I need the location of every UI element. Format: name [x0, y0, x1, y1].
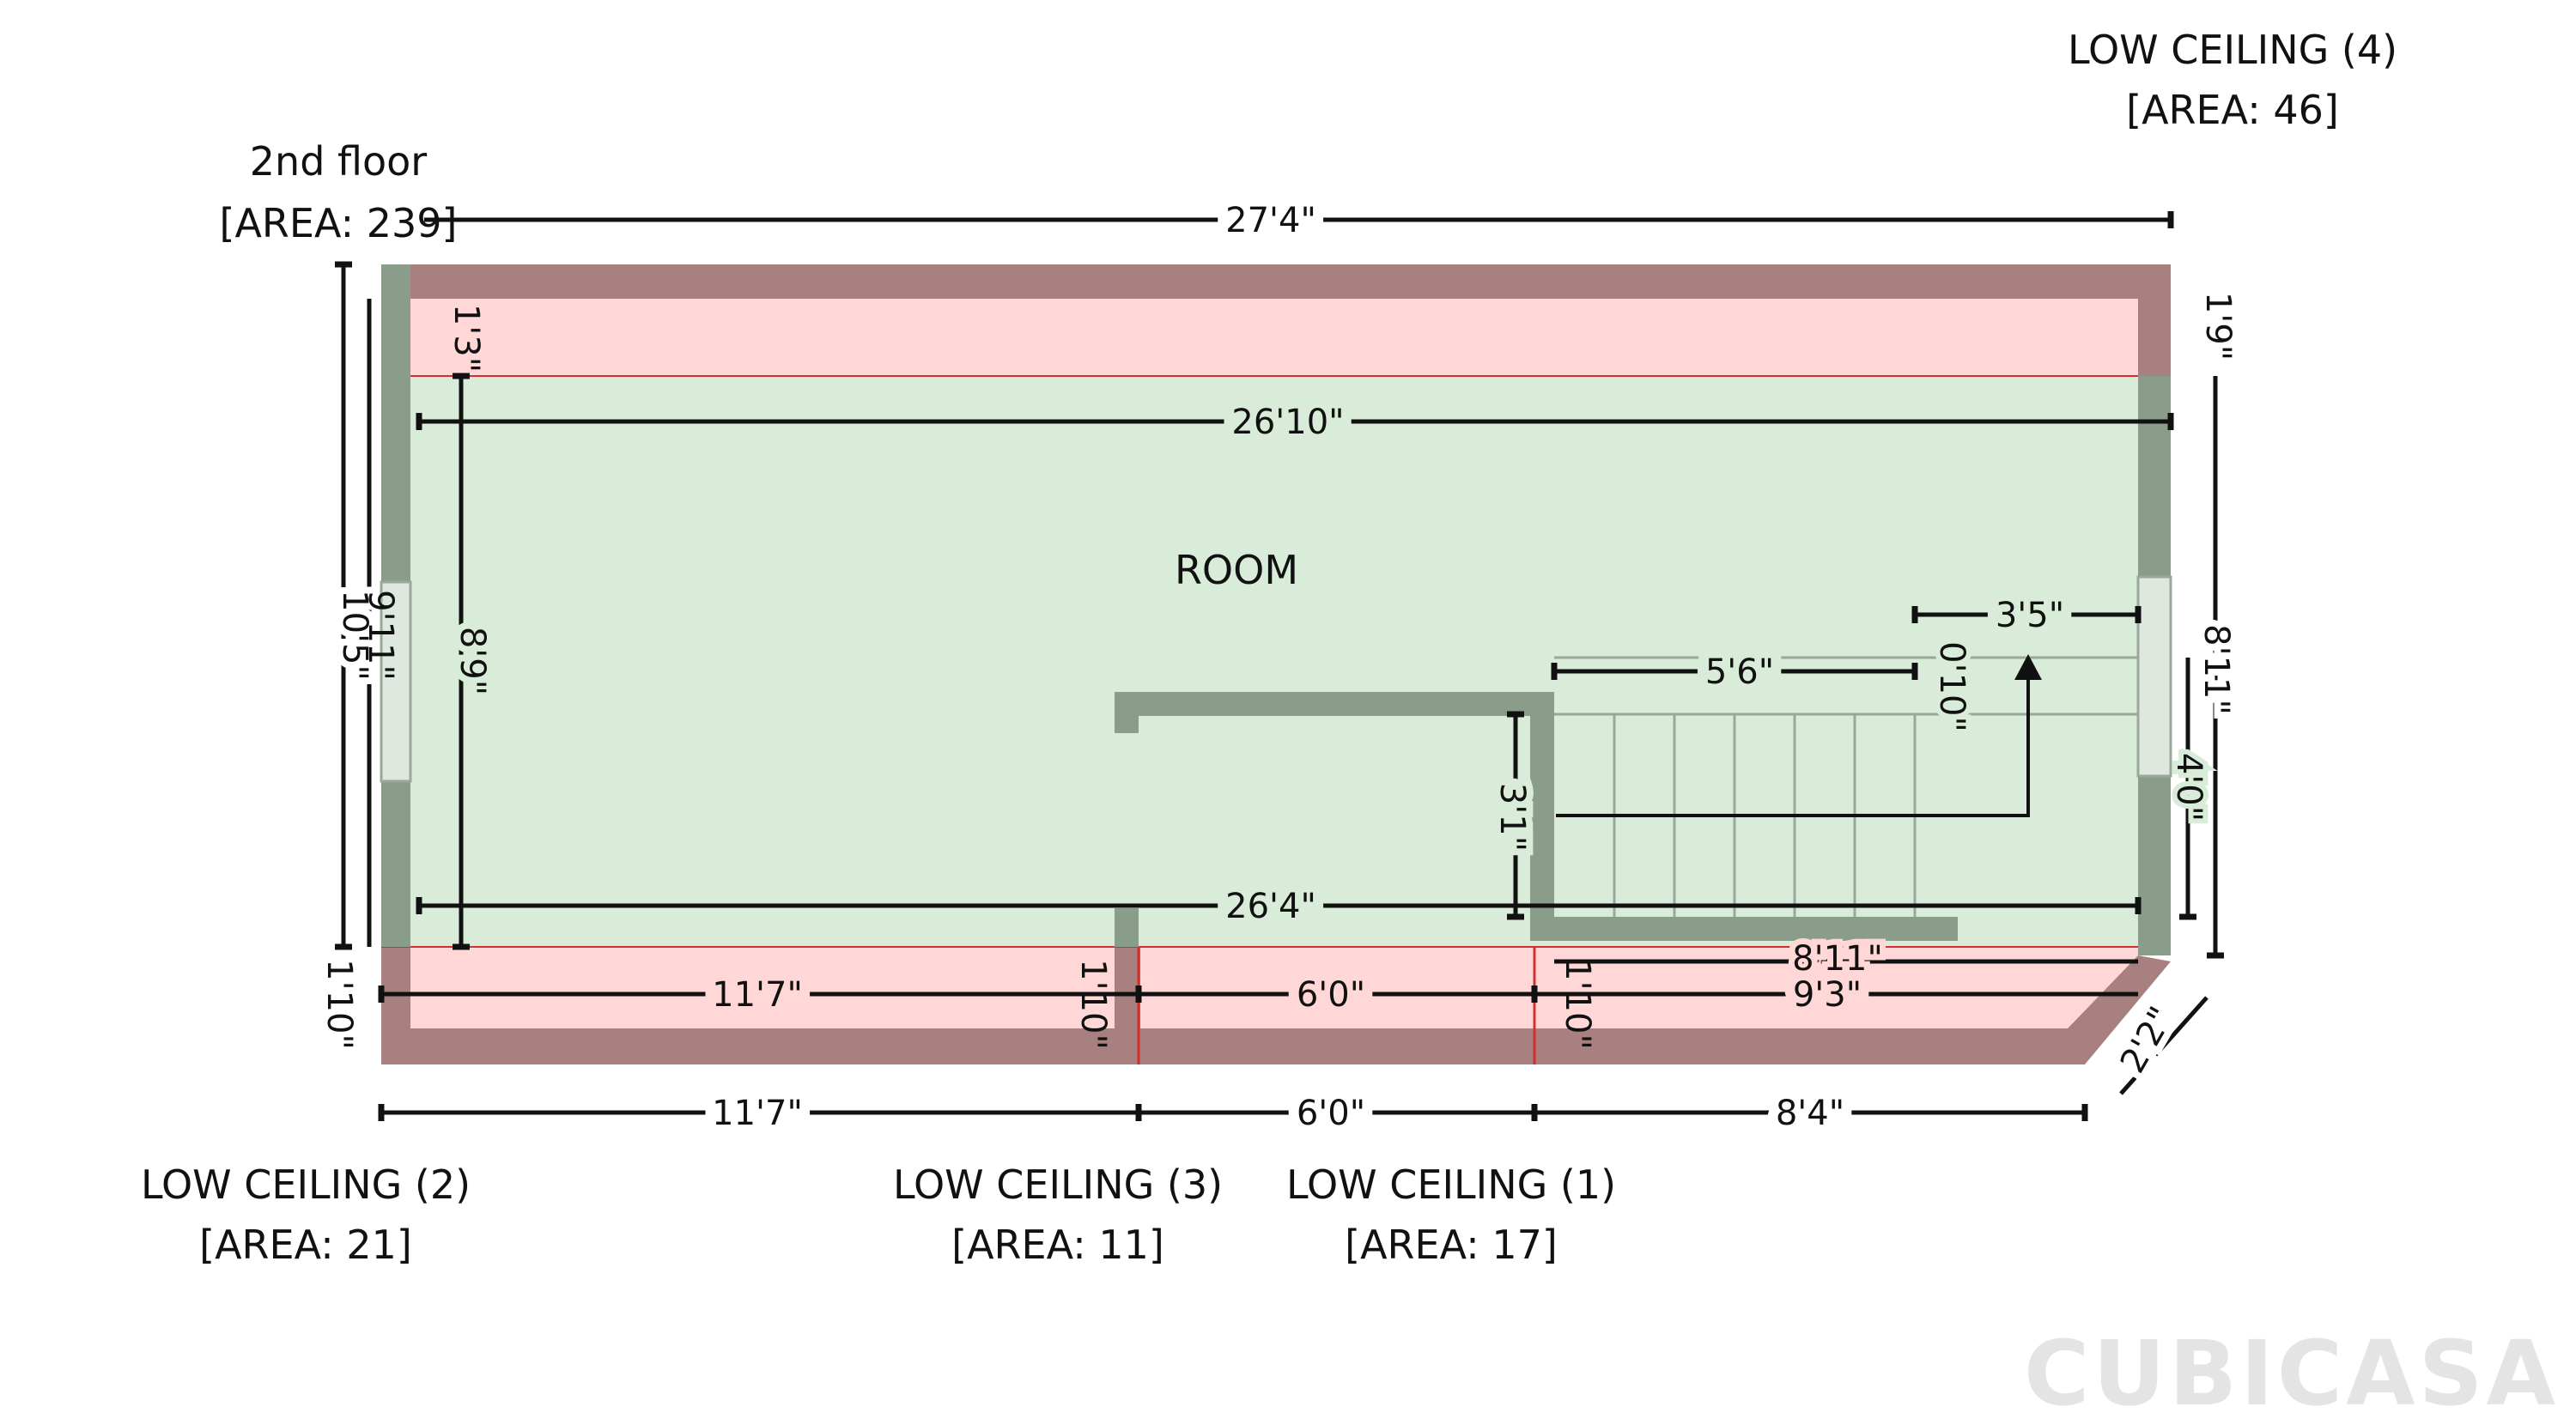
low-ceiling-4-area-label: [AREA: 46]: [2126, 87, 2339, 133]
low-ceiling-bottom-area: [410, 947, 2147, 1028]
dim-left-inner: 9'11": [361, 590, 400, 681]
dim-bottom-seg-1: 11'7": [712, 1094, 803, 1133]
inner-wall-vertical-b: [1115, 908, 1139, 947]
divider-wall-a: [1115, 947, 1140, 1064]
floor-name: 2nd floor: [250, 138, 428, 185]
dim-low-seg-3: 9'3": [1793, 975, 1862, 1015]
dimension-lines: [341, 217, 2218, 1115]
dim-left-room: 8'9": [453, 627, 492, 695]
inner-wall-horizontal: [1115, 692, 1554, 716]
room-area: [395, 376, 2147, 947]
dim-top-strip: 1'3": [447, 304, 486, 373]
dim-right-main: 8'11": [2196, 624, 2236, 715]
dim-bottom-seg-3: 8'4": [1776, 1094, 1844, 1133]
cubicasa-watermark: CUBICASA: [2024, 1321, 2559, 1413]
right-window: [2136, 575, 2172, 778]
dim-low-depth-c: 1'10": [1558, 959, 1597, 1050]
dim-stair-height: 3'1": [1492, 783, 1532, 852]
room-label: ROOM: [1175, 547, 1298, 593]
dim-top-overall: 27'4": [1225, 201, 1316, 240]
low-ceiling-4-name: LOW CEILING (4): [2068, 27, 2397, 73]
stair-direction-line: [1556, 680, 2030, 817]
dim-stair-length: 5'6": [1705, 652, 1774, 692]
dim-stair-bottom: 8'11": [1792, 939, 1883, 979]
stair-wall-bottom: [1530, 917, 1958, 941]
dim-stair-gap: 0'10": [1932, 641, 1971, 732]
dim-stair-top: 3'5": [1996, 596, 2064, 635]
bottom-wall: [381, 947, 2171, 1064]
low-ceiling-1-area-label: [AREA: 17]: [1345, 1222, 1558, 1268]
stair-wall-vertical: [1530, 692, 1554, 941]
dim-bottom-seg-2: 6'0": [1297, 1094, 1365, 1133]
dim-low-depth-b: 1'10": [1073, 959, 1113, 1050]
dim-room-width-top: 26'10": [1231, 403, 1344, 442]
dim-low-seg-1: 11'7": [712, 975, 803, 1015]
low-ceiling-2-name: LOW CEILING (2): [141, 1161, 471, 1208]
floor-area: [AREA: 239]: [220, 200, 458, 246]
dim-low-depth-a: 1'10": [319, 959, 359, 1050]
dim-right-window: 4'0": [2169, 753, 2208, 822]
low-ceiling-3-area-label: [AREA: 11]: [951, 1222, 1164, 1268]
dim-left-overall: 10'5": [335, 590, 374, 681]
dimension-ticks: [335, 211, 2224, 1121]
low-ceiling-4-area: [410, 299, 2147, 376]
low-ceiling-2-area-label: [AREA: 21]: [199, 1222, 412, 1268]
stair-direction-arrow: [2014, 654, 2042, 680]
low-ceiling-1-name: LOW CEILING (1): [1286, 1161, 1616, 1208]
dim-right-top: 1'9": [2198, 292, 2238, 361]
dim-room-width-bottom: 26'4": [1225, 887, 1316, 926]
left-window: [380, 580, 412, 783]
low-ceiling-3-name: LOW CEILING (3): [893, 1161, 1223, 1208]
dim-low-seg-2: 6'0": [1297, 975, 1365, 1015]
top-wall: [381, 264, 2171, 376]
